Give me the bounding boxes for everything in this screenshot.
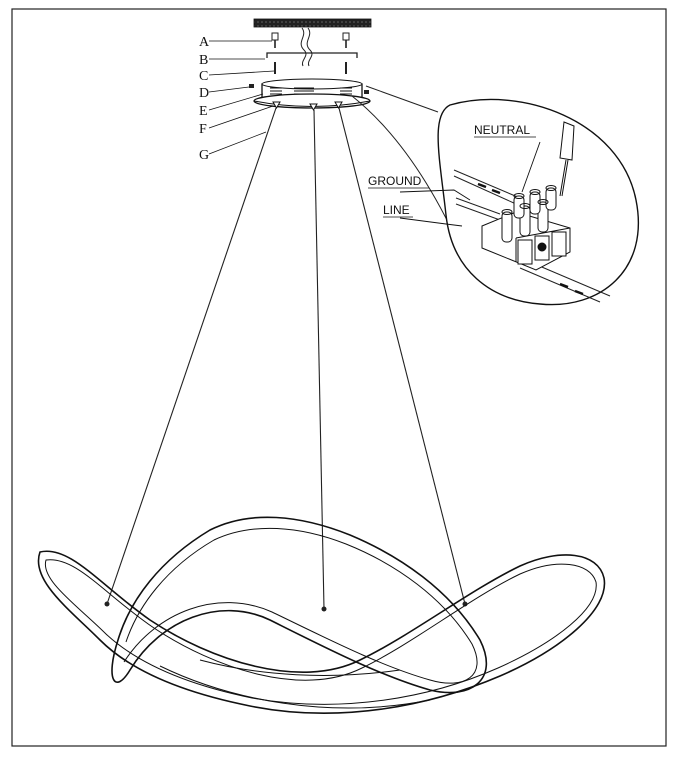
supply-wire (306, 27, 313, 67)
callout-a: A (199, 35, 210, 50)
line-label: LINE (383, 203, 410, 217)
wiring-detail-bubble (368, 98, 639, 306)
callout-d: D (199, 86, 209, 101)
ground-label: GROUND (368, 174, 422, 188)
callout-g: G (199, 148, 209, 163)
callout-f: F (199, 122, 207, 137)
callout-c: C (199, 69, 208, 84)
mounting-bracket (266, 52, 358, 58)
screwdriver-icon (559, 121, 575, 197)
neutral-label: NEUTRAL (474, 123, 530, 137)
ceiling-plate (253, 18, 372, 28)
supply-wire (300, 27, 307, 67)
cable-clamps (104, 601, 468, 612)
cable-gripper-icon (272, 101, 343, 111)
page-frame (11, 8, 667, 747)
side-screw-icon (249, 84, 369, 94)
callout-b: B (199, 53, 208, 68)
wavy-led-ring-icon (37, 516, 606, 714)
terminal-block-icon (481, 185, 571, 271)
callout-e: E (199, 104, 208, 119)
callout-labels: A B C D E F G (199, 35, 275, 163)
screw-anchor-icon (271, 32, 350, 48)
bracket-screw-icon (274, 62, 347, 74)
